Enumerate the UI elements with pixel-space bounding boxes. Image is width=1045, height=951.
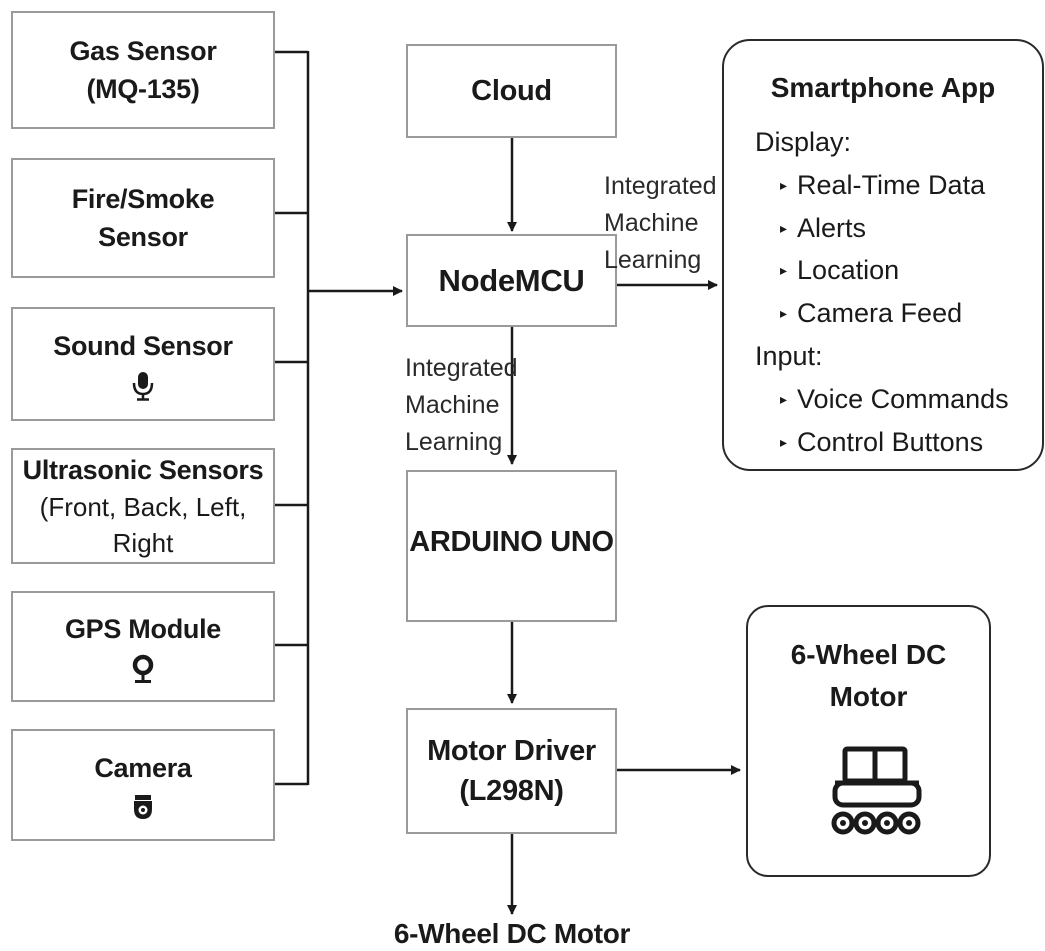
bullet-arrow-icon: ▸ bbox=[780, 262, 788, 278]
motor-driver-box: Motor Driver (L298N) bbox=[406, 708, 617, 834]
display-item: ▸ Location bbox=[780, 255, 899, 286]
sensor-title: Sound Sensor bbox=[53, 331, 233, 361]
display-item: ▸ Real-Time Data bbox=[780, 170, 985, 201]
sensor-title: GPS Module bbox=[64, 613, 221, 644]
microphone-icon bbox=[132, 372, 154, 401]
display-item-label: Camera Feed bbox=[797, 298, 963, 328]
nodemcu-box: NodeMCU bbox=[406, 234, 617, 327]
input-item: ▸ Voice Commands bbox=[780, 384, 1009, 415]
ml-label-line: Machine bbox=[405, 391, 500, 419]
location-pin-icon bbox=[132, 654, 154, 683]
motor-driver-line1: Motor Driver bbox=[427, 735, 596, 767]
bullet-arrow-icon: ▸ bbox=[780, 177, 788, 193]
dc-motor-line1: 6-Wheel DC bbox=[790, 639, 947, 670]
cloud-label: Cloud bbox=[471, 74, 552, 107]
input-item: ▸ Control Buttons bbox=[780, 427, 983, 458]
bullet-arrow-icon: ▸ bbox=[780, 305, 788, 321]
arduino-uno-box: ARDUINO UNO bbox=[406, 470, 617, 622]
sensor-title: Gas Sensor bbox=[69, 36, 217, 66]
gas-sensor-box: Gas Sensor (MQ-135) bbox=[11, 11, 275, 129]
dc-motor-box: 6-Wheel DC Motor bbox=[746, 605, 991, 877]
wheeled-vehicle-icon bbox=[831, 746, 922, 835]
sensor-title: Camera bbox=[94, 753, 192, 783]
bullet-arrow-icon: ▸ bbox=[780, 220, 788, 236]
display-heading: Display: bbox=[755, 127, 852, 157]
sensor-subtitle: Sensor bbox=[98, 222, 188, 252]
ml-label-line: Learning bbox=[405, 428, 503, 456]
arduino-label: ARDUINO UNO bbox=[409, 525, 614, 558]
sensor-subtitle: (MQ-135) bbox=[86, 74, 200, 104]
ultrasonic-sensors-box: Ultrasonic Sensors (Front, Back, Left, R… bbox=[11, 448, 275, 564]
input-item-label: Control Buttons bbox=[797, 427, 984, 457]
fire-smoke-sensor-box: Fire/Smoke Sensor bbox=[11, 158, 275, 278]
bullet-arrow-icon: ▸ bbox=[780, 434, 788, 450]
cloud-box: Cloud bbox=[406, 44, 617, 138]
motor-driver-line2: (L298N) bbox=[459, 775, 564, 807]
sensor-title: Ultrasonic Sensors bbox=[22, 455, 264, 485]
ml-label-line: Machine bbox=[604, 209, 699, 237]
sound-sensor-box: Sound Sensor bbox=[11, 307, 275, 421]
input-item-label: Voice Commands bbox=[797, 384, 1009, 414]
sensor-subtitle: (Front, Back, Left, Right bbox=[39, 492, 247, 558]
dc-motor-line2: Motor bbox=[829, 681, 908, 712]
camera-box: Camera bbox=[11, 729, 275, 841]
smartphone-app-title: Smartphone App bbox=[770, 72, 996, 103]
ml-label-down: Integrated Machine Learning bbox=[405, 350, 518, 461]
input-heading: Input: bbox=[755, 341, 823, 371]
ml-label-line: Learning bbox=[604, 246, 702, 274]
display-item-label: Real-Time Data bbox=[797, 170, 986, 200]
gps-module-box: GPS Module bbox=[11, 591, 275, 702]
bullet-arrow-icon: ▸ bbox=[780, 391, 788, 407]
bottom-motor-label: 6-Wheel DC Motor bbox=[393, 918, 631, 949]
display-item: ▸ Alerts bbox=[780, 213, 866, 244]
security-camera-icon bbox=[134, 795, 152, 819]
ml-label-line: Integrated bbox=[405, 354, 518, 382]
ml-label-line: Integrated bbox=[604, 172, 717, 200]
display-item-label: Location bbox=[797, 255, 900, 285]
sensor-title: Fire/Smoke bbox=[71, 184, 215, 214]
ml-label-right: Integrated Machine Learning bbox=[604, 168, 717, 279]
display-item-label: Alerts bbox=[797, 213, 867, 243]
display-item: ▸ Camera Feed bbox=[780, 298, 962, 329]
nodemcu-label: NodeMCU bbox=[438, 262, 585, 298]
smartphone-app-box: Smartphone App Display: ▸Real-Time Data … bbox=[722, 39, 1044, 471]
